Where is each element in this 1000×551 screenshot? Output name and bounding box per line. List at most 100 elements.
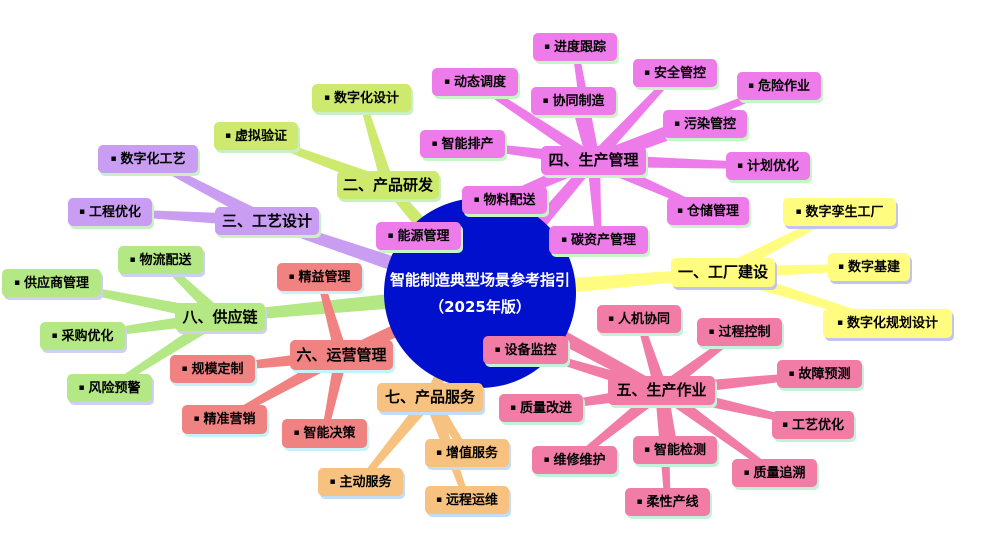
central-topic-subtitle: （2025年版） (429, 298, 531, 316)
bullet-icon: ▪ (435, 447, 443, 458)
bullet-icon: ▪ (129, 254, 136, 265)
child-label: 精准营销 (203, 412, 256, 427)
bullet-icon: ▪ (837, 261, 845, 272)
bullet-icon: ▪ (110, 153, 117, 164)
child-edge-6-1 (316, 276, 348, 357)
child-label: 主动服务 (339, 474, 392, 490)
child-node-4-10: ▪仓储管理 (667, 197, 749, 225)
branch-node-3: 三、工艺设计 (215, 207, 319, 235)
child-label: 精益管理 (298, 269, 351, 285)
child-label: 风险预警 (88, 380, 141, 396)
child-label: 供应商管理 (24, 275, 90, 291)
child-node-6-2: ▪规模定制 (170, 355, 255, 383)
child-label: 数字化工艺 (120, 151, 186, 167)
branch-label: 五、生产作业 (616, 381, 707, 399)
child-label: 故障预测 (798, 366, 851, 382)
branch-node-1: 一、工厂建设 (671, 258, 775, 287)
bullet-icon: ▪ (473, 194, 480, 205)
branch-label: 四、生产管理 (548, 151, 639, 169)
child-label: 数字化规划设计 (847, 316, 939, 331)
child-node-4-3: ▪协同制造 (531, 87, 616, 115)
child-node-4-6: ▪危险作业 (737, 72, 821, 100)
child-label: 工艺优化 (792, 417, 845, 433)
child-edge-4-5 (588, 71, 678, 165)
child-label: 动态调度 (454, 74, 507, 90)
bullet-icon: ▪ (293, 428, 300, 438)
branch-node-2: 二、产品研发 (337, 171, 439, 199)
bullet-icon: ▪ (78, 206, 86, 217)
bullet-icon: ▪ (78, 382, 85, 393)
branch-node-4: 四、生产管理 (541, 146, 646, 175)
bullet-icon: ▪ (323, 92, 331, 103)
child-edge-6-4 (321, 353, 348, 435)
child-node-3-2: ▪工程优化 (68, 198, 152, 226)
child-label: 设备监控 (504, 342, 557, 358)
child-node-8-3: ▪采购优化 (40, 322, 125, 350)
bullet-icon: ▪ (193, 414, 200, 424)
bullet-icon: ▪ (435, 494, 443, 505)
branch-node-7: 七、产品服务 (377, 383, 483, 412)
child-label: 柔性产线 (646, 494, 699, 510)
bullet-icon: ▪ (676, 205, 684, 216)
bullet-icon: ▪ (747, 80, 755, 91)
bullet-icon: ▪ (736, 160, 744, 171)
child-node-5-1: ▪人机协同 (597, 305, 681, 333)
child-edge-5-1 (636, 318, 668, 393)
branch-label: 八、供应链 (182, 307, 258, 326)
child-node-8-1: ▪物流配送 (118, 246, 203, 274)
child-node-5-7: ▪柔性产线 (625, 488, 710, 516)
child-label: 数字基建 (848, 259, 901, 275)
bullet-icon: ▪ (743, 467, 750, 478)
child-label: 协同制造 (552, 93, 605, 109)
bullet-icon: ▪ (560, 234, 568, 245)
child-node-4-1: ▪进度跟踪 (533, 33, 617, 61)
child-node-4-7: ▪污染管控 (663, 110, 747, 138)
child-label: 智能决策 (303, 426, 356, 441)
child-edge-2-1 (358, 97, 395, 187)
child-node-5-5: ▪智能检测 (633, 436, 717, 464)
child-node-6-1: ▪精益管理 (277, 263, 362, 291)
child-label: 危险作业 (758, 78, 811, 94)
child-label: 质量追溯 (753, 465, 806, 481)
child-edge-8-4 (107, 311, 224, 391)
child-node-7-1: ▪增值服务 (425, 439, 509, 467)
child-edge-4-2 (473, 79, 598, 166)
bullet-icon: ▪ (543, 41, 551, 52)
child-node-5-3: ▪故障预测 (777, 360, 862, 388)
bullet-icon: ▪ (788, 368, 795, 379)
child-label: 数字化设计 (334, 90, 400, 106)
child-label: 物料配送 (483, 192, 536, 208)
child-node-2-2: ▪虚拟验证 (214, 122, 298, 150)
child-label: 增值服务 (446, 445, 499, 461)
branch-node-6: 六、运营管理 (290, 340, 393, 370)
branch-node-8: 八、供应链 (175, 303, 265, 331)
child-node-6-3: ▪精准营销 (182, 405, 267, 434)
child-node-4-11: ▪碳资产管理 (549, 226, 648, 254)
child-label: 规模定制 (191, 361, 244, 377)
central-topic-title: 智能制造典型场景参考指引 (389, 271, 570, 289)
bullet-icon: ▪ (543, 454, 550, 465)
bullet-icon: ▪ (51, 330, 58, 341)
bullet-icon: ▪ (181, 363, 188, 374)
bullet-icon: ▪ (13, 277, 21, 288)
child-label: 工程优化 (89, 204, 142, 220)
child-label: 数字孪生工厂 (805, 204, 884, 220)
bullet-icon: ▪ (224, 130, 232, 141)
child-label: 人机协同 (618, 311, 671, 327)
child-node-4-4: ▪智能排产 (420, 130, 505, 158)
child-edge-4-11 (587, 160, 602, 241)
child-node-4-8: ▪计划优化 (726, 152, 810, 180)
child-label: 采购优化 (61, 328, 114, 344)
child-node-4-2: ▪动态调度 (432, 68, 518, 96)
branch-label: 一、工厂建设 (677, 263, 768, 281)
child-label: 碳资产管理 (571, 232, 637, 248)
child-label: 智能排产 (441, 136, 494, 152)
branch-label: 六、运营管理 (296, 345, 387, 364)
child-node-4-9: ▪物料配送 (462, 186, 547, 214)
child-node-7-3: ▪远程运维 (425, 486, 509, 514)
child-node-4-5: ▪安全管控 (633, 59, 717, 87)
child-label: 计划优化 (747, 158, 800, 174)
child-label: 污染管控 (684, 116, 737, 132)
bullet-icon: ▪ (607, 313, 615, 324)
child-node-5-9: ▪质量改进 (499, 394, 583, 422)
